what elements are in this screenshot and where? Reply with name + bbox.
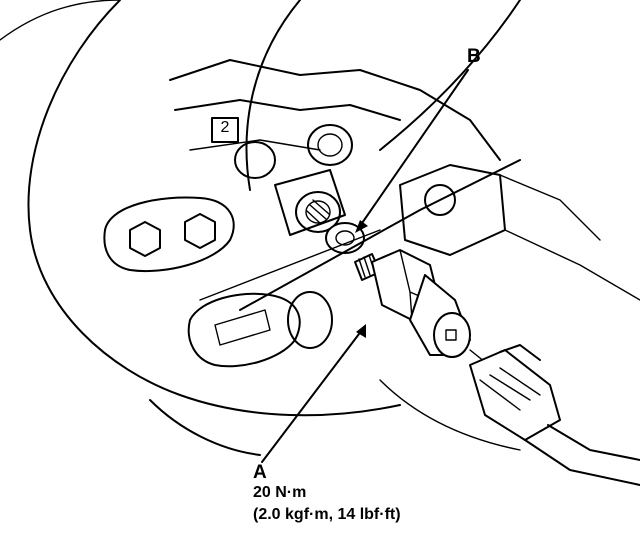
right-bracket-hole: [424, 184, 456, 216]
lower-oval-opening: [287, 291, 333, 349]
right-bracket-block: [399, 164, 506, 256]
upper-rib: [189, 139, 321, 151]
callout-a-leader: [261, 329, 363, 463]
step-badge-box: [211, 117, 239, 143]
housing-arc-inner: [245, 0, 301, 191]
torque-spec-metric: 20 N·m: [253, 484, 307, 501]
lower-slot: [214, 309, 271, 346]
bottom-housing-curve-2: [379, 379, 521, 451]
connector-plug-latch: [499, 344, 541, 361]
housing-arc-far: [0, 0, 121, 41]
thread-lines: [306, 199, 330, 225]
harness-wire-lower: [547, 424, 640, 461]
threaded-port-inner: [305, 200, 331, 224]
threaded-boss-body: [274, 169, 346, 236]
housing-sweep-2: [199, 229, 381, 301]
housing-sweep-1: [239, 159, 521, 311]
step-badge: 2: [220, 119, 230, 136]
sensor-connector-pin: [445, 329, 457, 341]
callout-b-arrowhead: [355, 220, 368, 233]
harness-connector: [469, 344, 640, 486]
bottom-housing-curve: [149, 399, 261, 456]
housing-arc-outer: [27, 0, 401, 417]
harness-wire: [524, 439, 640, 486]
bolt-hole-upper-mid-inner: [317, 133, 343, 157]
right-bracket-edge: [499, 174, 601, 241]
lower-slot-bracket: [187, 292, 301, 368]
callout-a-arrowhead: [356, 324, 366, 338]
hex-bolt-right: [184, 213, 216, 249]
torque-spec-imperial: (2.0 kgf·m, 14 lbf·ft): [253, 506, 401, 523]
upper-bracket: [169, 59, 501, 161]
callout-a-label: A: [253, 462, 267, 483]
sensor-connector-socket: [433, 312, 471, 358]
connector-plug-body: [469, 349, 561, 441]
bolt-hole-upper-mid: [307, 124, 353, 166]
housing-arc-right: [379, 0, 521, 151]
connector-plug-ribs: [479, 367, 541, 411]
upper-bracket-lower-edge: [174, 99, 401, 121]
right-housing-line: [504, 229, 640, 301]
sealing-washer-hole: [335, 230, 355, 246]
left-flange-plate: [103, 196, 235, 272]
callout-b-label: B: [467, 46, 481, 67]
hex-bolt-left: [129, 221, 161, 257]
threaded-port-outer: [295, 191, 341, 233]
pressure-switch-sensor: [354, 249, 471, 358]
callout-b-leader: [359, 69, 469, 227]
bolt-hole-upper-left: [234, 141, 276, 179]
